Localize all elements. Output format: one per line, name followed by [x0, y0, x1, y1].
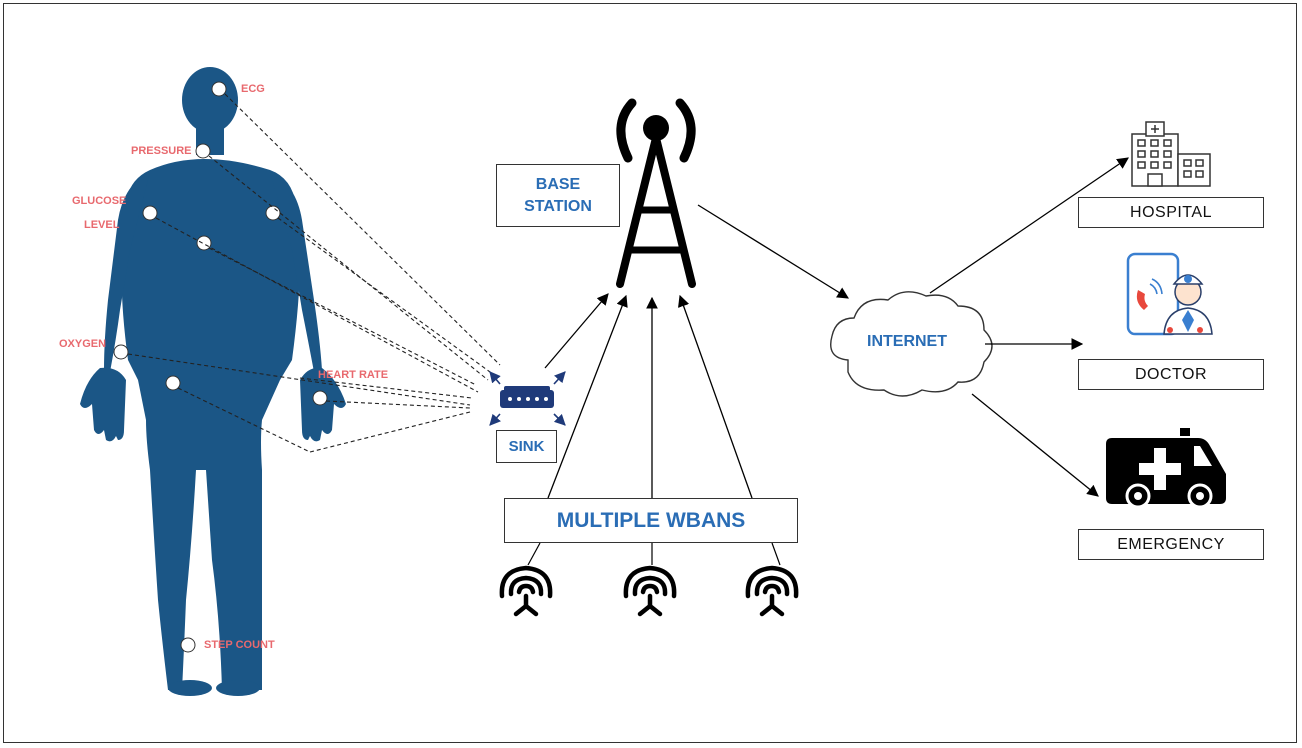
- hospital-box: HOSPITAL: [1078, 197, 1264, 228]
- sensor-label-pressure: PRESSURE: [131, 145, 192, 157]
- links-wbans-to-tower: [547, 294, 753, 499]
- hospital-building-icon: [1131, 121, 1211, 187]
- sensor-dot-heart-rate: [312, 390, 328, 406]
- sensor-dot-pressure: [195, 143, 211, 159]
- base-station-box: BASE STATION: [496, 164, 620, 227]
- multiple-wbans-label: MULTIPLE WBANS: [556, 508, 746, 532]
- sensor-dot-shoulder: [265, 205, 281, 221]
- ambulance-icon: [1106, 428, 1226, 509]
- sensor-links: [127, 93, 501, 453]
- base-station-label-line1: BASE: [535, 175, 581, 193]
- emergency-label: EMERGENCY: [1117, 535, 1225, 553]
- link-sink-to-tower: [544, 293, 609, 369]
- sensor-dot-ecg: [211, 81, 227, 97]
- internet-label: INTERNET: [867, 333, 947, 350]
- sensor-dot-oxygen: [113, 344, 129, 360]
- doctor-label: DOCTOR: [1134, 365, 1208, 383]
- hospital-label: HOSPITAL: [1130, 203, 1212, 221]
- links-internet-to-destinations: [929, 157, 1129, 497]
- link-tower-to-internet: [697, 204, 849, 299]
- sensor-dot-hip: [165, 375, 181, 391]
- doctor-phone-icon: [1126, 252, 1213, 336]
- antenna-tower-icon: [616, 98, 696, 288]
- wireless-antenna-icon: [499, 565, 799, 617]
- sensor-label-heart-rate: HEART RATE: [318, 369, 389, 381]
- router-icon: [489, 371, 566, 426]
- human-body-icon: [80, 67, 346, 696]
- emergency-box: EMERGENCY: [1078, 529, 1264, 560]
- cloud-icon: [830, 291, 993, 397]
- diagram-frame: [3, 3, 1297, 743]
- sensor-dot-chest: [196, 235, 212, 251]
- multiple-wbans-box: MULTIPLE WBANS: [504, 498, 798, 543]
- sensor-label-step-count: STEP COUNT: [204, 639, 275, 651]
- sensor-label-glucose: GLUCOSE: [72, 195, 127, 207]
- sensor-dot-step-count: [180, 637, 196, 653]
- sensor-label-ecg: ECG: [241, 83, 265, 95]
- sensor-dot-glucose: [142, 205, 158, 221]
- sensor-label-oxygen: OXYGEN: [59, 338, 107, 350]
- sink-label: SINK: [508, 438, 545, 455]
- sensor-label-glucose-level: LEVEL: [84, 219, 120, 231]
- sink-box: SINK: [496, 430, 557, 463]
- doctor-box: DOCTOR: [1078, 359, 1264, 390]
- base-station-label-line2: STATION: [524, 197, 592, 215]
- links-wbans-to-antennas: [527, 542, 781, 566]
